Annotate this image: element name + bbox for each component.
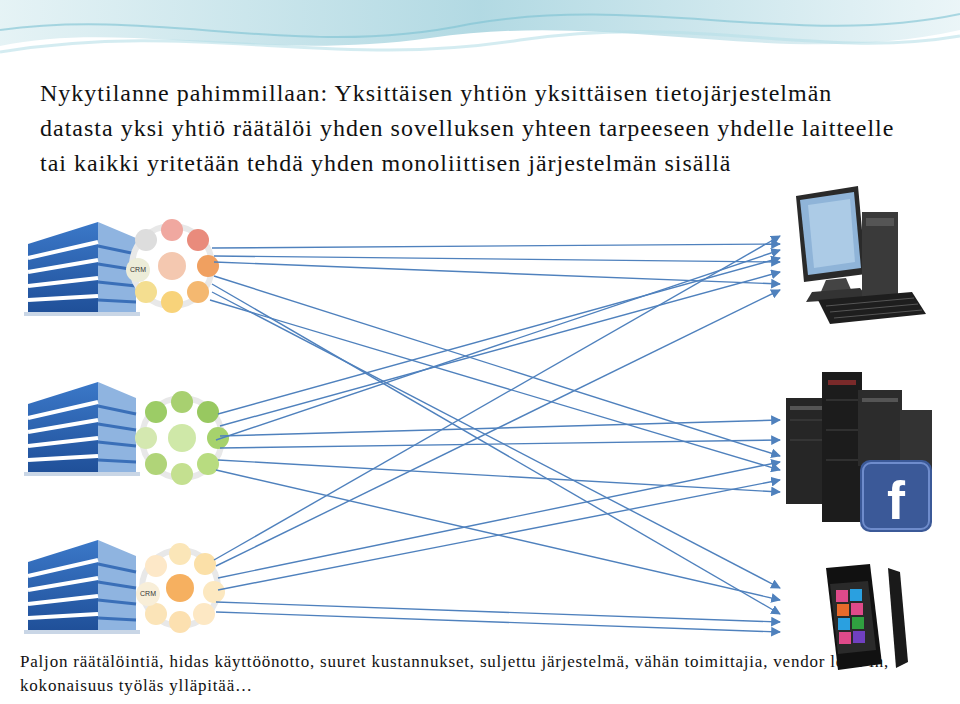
arrow-line <box>218 460 780 492</box>
slide-title: Nykytilanne pahimmillaan: Yksittäisen yh… <box>40 76 900 181</box>
arrow-line <box>212 244 780 248</box>
arrow-line <box>220 272 780 426</box>
arrow-line <box>220 420 780 436</box>
arrow-line <box>216 290 780 566</box>
arrow-line <box>216 470 780 600</box>
arrow-line <box>212 284 780 614</box>
arrow-line <box>216 602 780 622</box>
arrow-line <box>218 462 780 578</box>
arrow-line <box>218 480 780 590</box>
arrow-line <box>214 236 780 560</box>
facebook-logo: f <box>887 473 905 527</box>
arrow-line <box>214 262 780 284</box>
arrow-line <box>218 258 780 414</box>
arrow-line <box>216 250 780 440</box>
slide-caption: Paljon räätälöintiä, hidas käyttöönotto,… <box>20 650 950 698</box>
arrow-line <box>210 300 780 470</box>
system-label: CRM <box>140 590 156 598</box>
arrow-line <box>214 256 780 262</box>
arrow-line <box>216 612 780 632</box>
arrow-line <box>220 440 780 448</box>
system-label: CRM <box>130 266 146 274</box>
